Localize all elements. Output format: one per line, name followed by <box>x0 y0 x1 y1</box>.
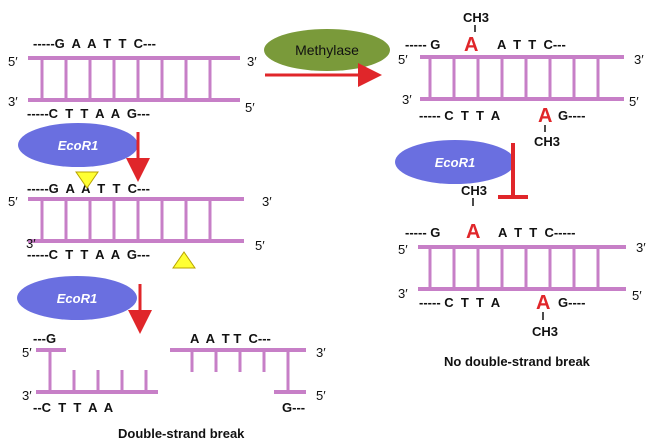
ecor1-enzyme: EcoR1 <box>17 276 137 320</box>
end-label: 5′ <box>316 388 326 403</box>
base-pair-rungs <box>40 199 212 241</box>
end-label: 3′ <box>247 54 257 69</box>
end-label: 5′ <box>255 238 265 253</box>
dna-methylated-top: CH3 ----- G A A T T C--- 5′ 3′ 3′ 5′ ---… <box>398 10 644 149</box>
ecor1-label: EcoR1 <box>58 138 98 153</box>
seq-bottom: --C T T A A <box>33 400 114 415</box>
end-label: 5′ <box>245 100 255 115</box>
dna-mid-left: -----G A A T T C--- 5′ 3′ 3′ 5′ -----C T… <box>8 171 272 269</box>
end-label: 3′ <box>402 92 412 107</box>
cut-site-triangle <box>172 251 196 269</box>
seq-top-left: ----- G <box>405 225 440 240</box>
base-pair-rungs <box>40 58 212 100</box>
seq-bottom: -----C T T A A G--- <box>27 247 150 262</box>
end-label: 5′ <box>8 194 18 209</box>
methylated-A: A <box>466 221 480 243</box>
seq-bottom-left: ----- C T T A <box>419 295 501 310</box>
dna-methylated-bottom: CH3 ----- G A A T T C----- 5′ 3′ 3′ 5′ -… <box>398 183 646 369</box>
caption-double-strand-break: Double-strand break <box>118 426 245 441</box>
ecor1-enzyme: EcoR1 <box>18 123 138 167</box>
blocked-arrow <box>498 143 528 199</box>
seq-top: ---G <box>33 331 56 346</box>
base-pair-rungs <box>428 247 600 289</box>
end-label: 3′ <box>262 194 272 209</box>
cut-site-triangle <box>75 171 99 189</box>
end-label: 3′ <box>22 388 32 403</box>
ch3-label: CH3 <box>463 10 489 25</box>
seq-top-left: ----- G <box>405 37 440 52</box>
dna-top-left: -----G A A T T C--- 5′ 3′ 3′ 5′ -----C T… <box>8 36 257 121</box>
methylase-enzyme: Methylase <box>264 29 390 71</box>
end-label: 3′ <box>8 94 18 109</box>
end-label: 5′ <box>22 345 32 360</box>
end-label: 3′ <box>316 345 326 360</box>
dna-cut-fragments: ---G 5′ 3′ --C T T A A A A T T C--- 3′ 5… <box>22 331 326 441</box>
ch3-label: CH3 <box>461 183 487 198</box>
end-label: 3′ <box>634 52 644 67</box>
end-label: 5′ <box>398 242 408 257</box>
methylase-label: Methylase <box>295 42 359 58</box>
ecor1-enzyme: EcoR1 <box>395 140 515 184</box>
seq-bottom: G--- <box>282 400 305 415</box>
end-label: 5′ <box>632 288 642 303</box>
end-label: 3′ <box>26 236 36 251</box>
end-label: 5′ <box>8 54 18 69</box>
ch3-label: CH3 <box>534 134 560 149</box>
ecor1-label: EcoR1 <box>435 155 475 170</box>
end-label: 3′ <box>398 286 408 301</box>
seq-top-right: A T T C--- <box>497 37 566 52</box>
end-label: 5′ <box>629 94 639 109</box>
seq-top: A A T T C--- <box>190 331 271 346</box>
methylated-A: A <box>464 34 478 56</box>
end-label: 3′ <box>636 240 646 255</box>
end-label: 5′ <box>398 52 408 67</box>
seq-top: -----G A A T T C--- <box>27 181 150 196</box>
methylated-A: A <box>536 292 550 314</box>
seq-top-right: A T T C----- <box>498 225 576 240</box>
seq-bottom-left: ----- C T T A <box>419 108 501 123</box>
ch3-label: CH3 <box>532 324 558 339</box>
base-pair-rungs <box>428 57 600 99</box>
methylated-A: A <box>538 105 552 127</box>
caption-no-double-strand-break: No double-strand break <box>444 354 591 369</box>
ecor1-label: EcoR1 <box>57 291 97 306</box>
seq-bottom-right: G---- <box>558 108 585 123</box>
seq-bottom: -----C T T A A G--- <box>27 106 150 121</box>
seq-bottom-right: G---- <box>558 295 585 310</box>
seq-top: -----G A A T T C--- <box>33 36 156 51</box>
